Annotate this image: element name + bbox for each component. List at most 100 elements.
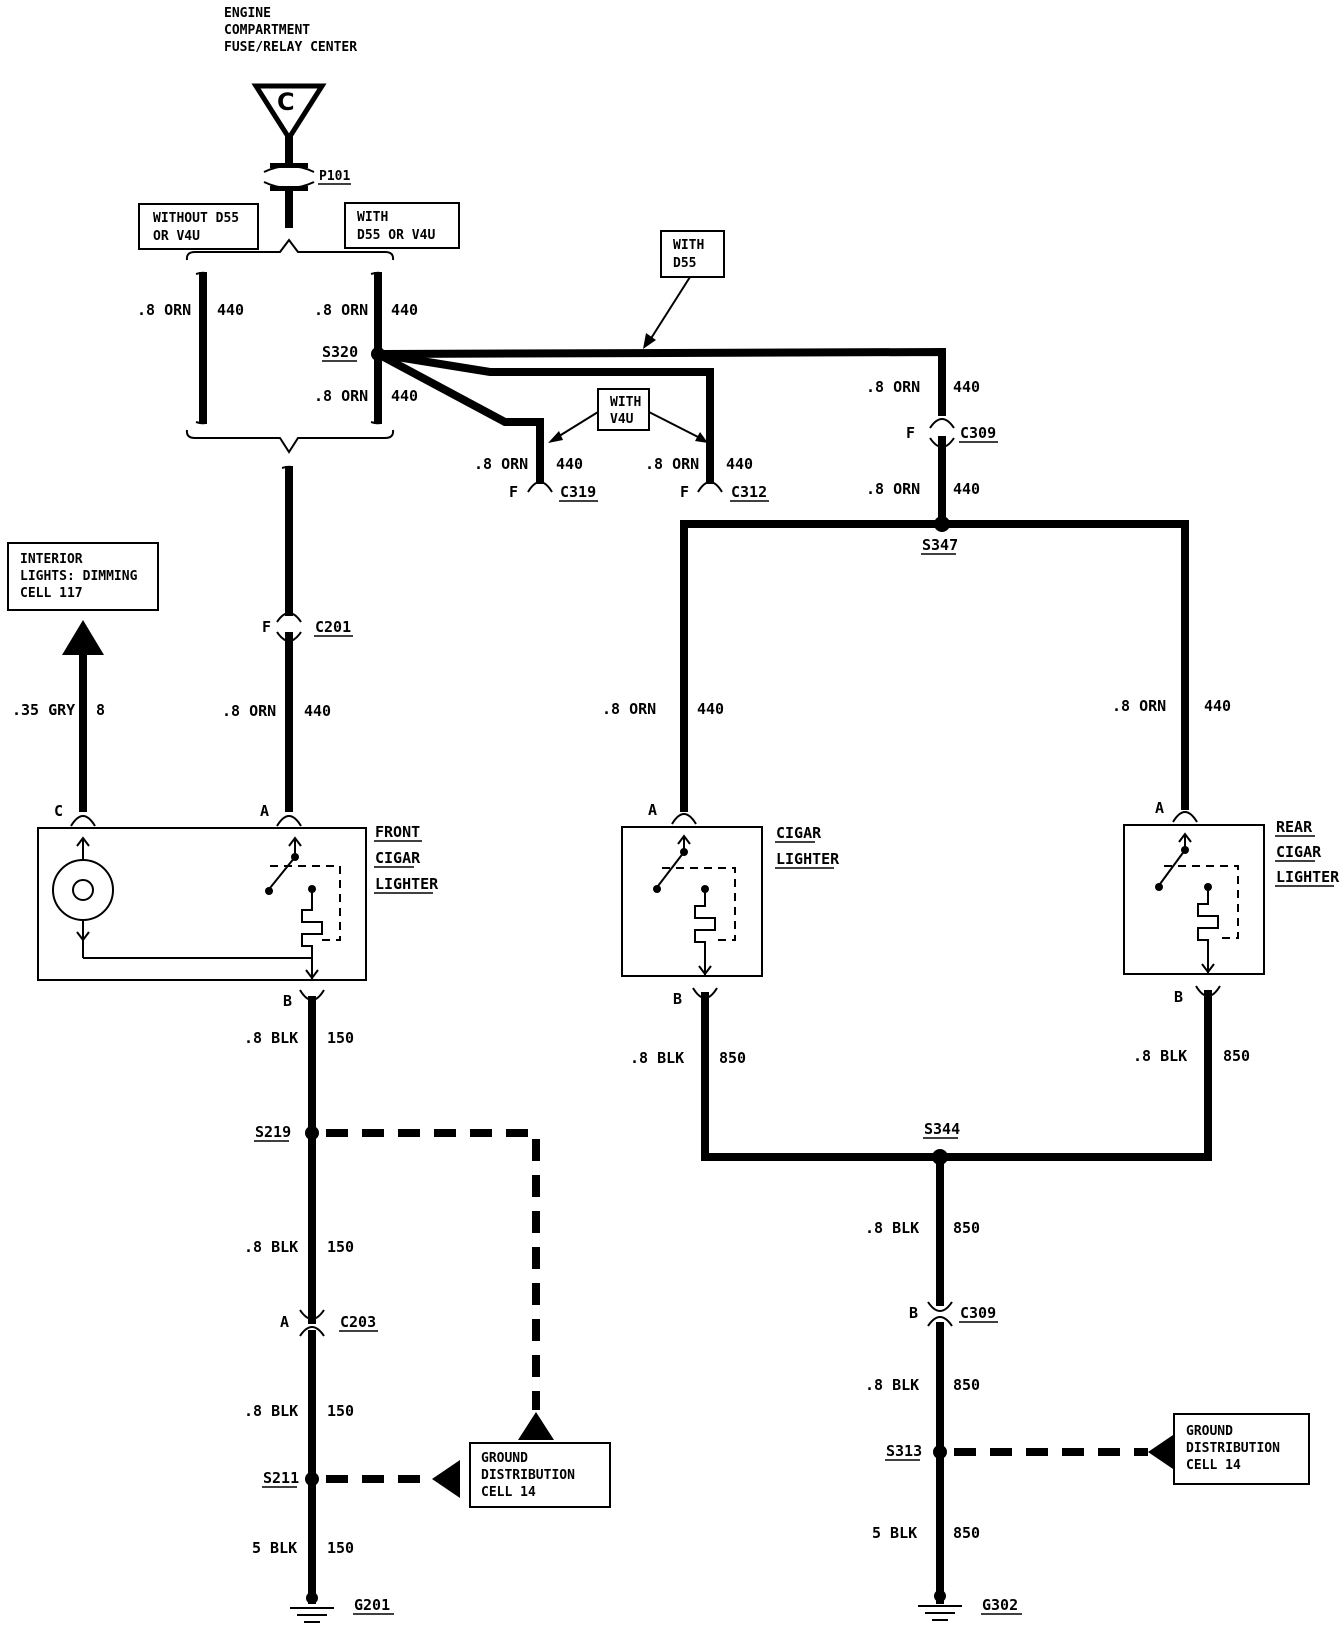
ref-ground-right: GROUND DISTRIBUTION CELL 14 bbox=[1173, 1413, 1310, 1485]
svg-text:.8 BLK: .8 BLK bbox=[865, 1376, 919, 1394]
splice-s347-label: S347 bbox=[922, 536, 958, 554]
svg-text:150: 150 bbox=[327, 1402, 354, 1420]
splice-s313-dot bbox=[933, 1445, 947, 1459]
svg-text:B: B bbox=[673, 990, 682, 1008]
front-cigar-lighter: C A B FRONT CIGAR LIGHTER bbox=[37, 802, 439, 1010]
fuse-triangle-icon bbox=[251, 83, 327, 143]
svg-text:F: F bbox=[509, 483, 518, 501]
splice-s219-label: S219 bbox=[255, 1123, 291, 1141]
option-bracket-top bbox=[185, 238, 395, 261]
splice-s313-label: S313 bbox=[886, 1442, 922, 1460]
svg-text:.8 ORN: .8 ORN bbox=[866, 480, 920, 498]
svg-text:.8 ORN: .8 ORN bbox=[474, 455, 528, 473]
svg-text:440: 440 bbox=[953, 378, 980, 396]
svg-text:WITH: WITH bbox=[673, 238, 704, 253]
svg-text:B: B bbox=[909, 1304, 918, 1322]
svg-text:LIGHTER: LIGHTER bbox=[375, 875, 439, 893]
wire-label: .8 ORN bbox=[137, 301, 191, 319]
fuse-relay-center: ENGINE COMPARTMENT FUSE/RELAY CENTER C bbox=[224, 6, 357, 143]
splice-s320-label: S320 bbox=[322, 343, 358, 361]
option-without-d55: WITHOUT D55 OR V4U bbox=[138, 203, 259, 250]
svg-text:440: 440 bbox=[304, 702, 331, 720]
svg-text:440: 440 bbox=[726, 455, 753, 473]
p101-label: P101 bbox=[319, 169, 350, 184]
ground-g201: G201 bbox=[290, 1592, 394, 1623]
svg-text:WITHOUT D55: WITHOUT D55 bbox=[153, 211, 239, 226]
svg-text:150: 150 bbox=[327, 1238, 354, 1256]
svg-text:INTERIOR: INTERIOR bbox=[20, 552, 83, 567]
svg-text:C: C bbox=[54, 802, 63, 820]
connector-c319-label: C319 bbox=[560, 483, 596, 501]
circuit-label: 440 bbox=[217, 301, 244, 319]
option-bracket-bottom bbox=[185, 429, 395, 454]
svg-text:CIGAR: CIGAR bbox=[1276, 843, 1322, 861]
ground-arrow-icon bbox=[518, 1412, 554, 1440]
svg-text:150: 150 bbox=[327, 1539, 354, 1557]
svg-text:.35 GRY: .35 GRY bbox=[12, 701, 75, 719]
svg-text:F: F bbox=[262, 618, 271, 636]
svg-text:.8 BLK: .8 BLK bbox=[1133, 1047, 1187, 1065]
svg-text:A: A bbox=[280, 1313, 289, 1331]
svg-text:LIGHTER: LIGHTER bbox=[776, 850, 840, 868]
cigar-lighter: A B CIGAR LIGHTER bbox=[621, 801, 840, 1008]
svg-text:G302: G302 bbox=[982, 1596, 1018, 1614]
source-title-line2: COMPARTMENT bbox=[224, 23, 310, 38]
svg-text:850: 850 bbox=[1223, 1047, 1250, 1065]
svg-text:.8 ORN: .8 ORN bbox=[222, 702, 276, 720]
svg-text:.8 BLK: .8 BLK bbox=[630, 1049, 684, 1067]
svg-text:REAR: REAR bbox=[1276, 818, 1313, 836]
svg-text:.8 BLK: .8 BLK bbox=[865, 1219, 919, 1237]
svg-text:440: 440 bbox=[391, 387, 418, 405]
connector-c309-top-label: C309 bbox=[960, 424, 996, 442]
ground-arrow-icon bbox=[432, 1460, 460, 1498]
svg-text:B: B bbox=[283, 992, 292, 1010]
svg-text:A: A bbox=[1155, 799, 1164, 817]
ref-interior-lights: INTERIOR LIGHTS: DIMMING CELL 117 bbox=[7, 542, 159, 611]
svg-text:V4U: V4U bbox=[610, 412, 634, 427]
svg-text:GROUND: GROUND bbox=[1186, 1424, 1233, 1439]
svg-text:.8 ORN: .8 ORN bbox=[314, 387, 368, 405]
svg-text:OR V4U: OR V4U bbox=[153, 229, 200, 244]
svg-text:CIGAR: CIGAR bbox=[375, 849, 421, 867]
svg-text:.8 ORN: .8 ORN bbox=[645, 455, 699, 473]
svg-text:B: B bbox=[1174, 988, 1183, 1006]
splice-s211-dot bbox=[305, 1472, 319, 1486]
connector-c203-label: C203 bbox=[340, 1313, 376, 1331]
svg-text:G201: G201 bbox=[354, 1596, 390, 1614]
svg-text:F: F bbox=[906, 424, 915, 442]
svg-text:.8 BLK: .8 BLK bbox=[244, 1029, 298, 1047]
svg-text:DISTRIBUTION: DISTRIBUTION bbox=[1186, 1441, 1280, 1456]
svg-text:D55: D55 bbox=[673, 256, 696, 271]
source-title-line1: ENGINE bbox=[224, 6, 271, 21]
option-with-v4u: WITH V4U bbox=[548, 388, 708, 443]
svg-text:LIGHTER: LIGHTER bbox=[1276, 868, 1340, 886]
svg-text:LIGHTS: DIMMING: LIGHTS: DIMMING bbox=[20, 569, 138, 584]
svg-text:440: 440 bbox=[556, 455, 583, 473]
svg-text:WITH: WITH bbox=[610, 395, 641, 410]
svg-text:.8 ORN: .8 ORN bbox=[314, 301, 368, 319]
svg-text:850: 850 bbox=[953, 1219, 980, 1237]
svg-text:FRONT: FRONT bbox=[375, 823, 420, 841]
connector-p101: P101 bbox=[263, 134, 351, 228]
option-with-d55: WITH D55 bbox=[643, 230, 725, 349]
svg-text:CELL 14: CELL 14 bbox=[481, 1485, 536, 1500]
connector-c201-label: C201 bbox=[315, 618, 351, 636]
ref-ground-left: GROUND DISTRIBUTION CELL 14 bbox=[469, 1442, 611, 1508]
svg-text:.8 BLK: .8 BLK bbox=[244, 1238, 298, 1256]
svg-text:440: 440 bbox=[697, 700, 724, 718]
source-title-line3: FUSE/RELAY CENTER bbox=[224, 40, 357, 55]
svg-text:.8 ORN: .8 ORN bbox=[1112, 697, 1166, 715]
svg-text:850: 850 bbox=[953, 1376, 980, 1394]
svg-text:150: 150 bbox=[327, 1029, 354, 1047]
svg-text:CELL 117: CELL 117 bbox=[20, 586, 83, 601]
svg-text:5 BLK: 5 BLK bbox=[252, 1539, 297, 1557]
svg-text:CIGAR: CIGAR bbox=[776, 824, 822, 842]
option-with-d55-or-v4u: WITH D55 OR V4U bbox=[344, 202, 460, 249]
svg-text:440: 440 bbox=[1204, 697, 1231, 715]
ground-arrow-icon bbox=[1148, 1433, 1176, 1471]
ground-g302: G302 bbox=[918, 1590, 1022, 1621]
svg-text:850: 850 bbox=[719, 1049, 746, 1067]
svg-text:DISTRIBUTION: DISTRIBUTION bbox=[481, 1468, 575, 1483]
fuse-letter: C bbox=[277, 88, 295, 116]
arrow-up-icon bbox=[62, 620, 104, 655]
